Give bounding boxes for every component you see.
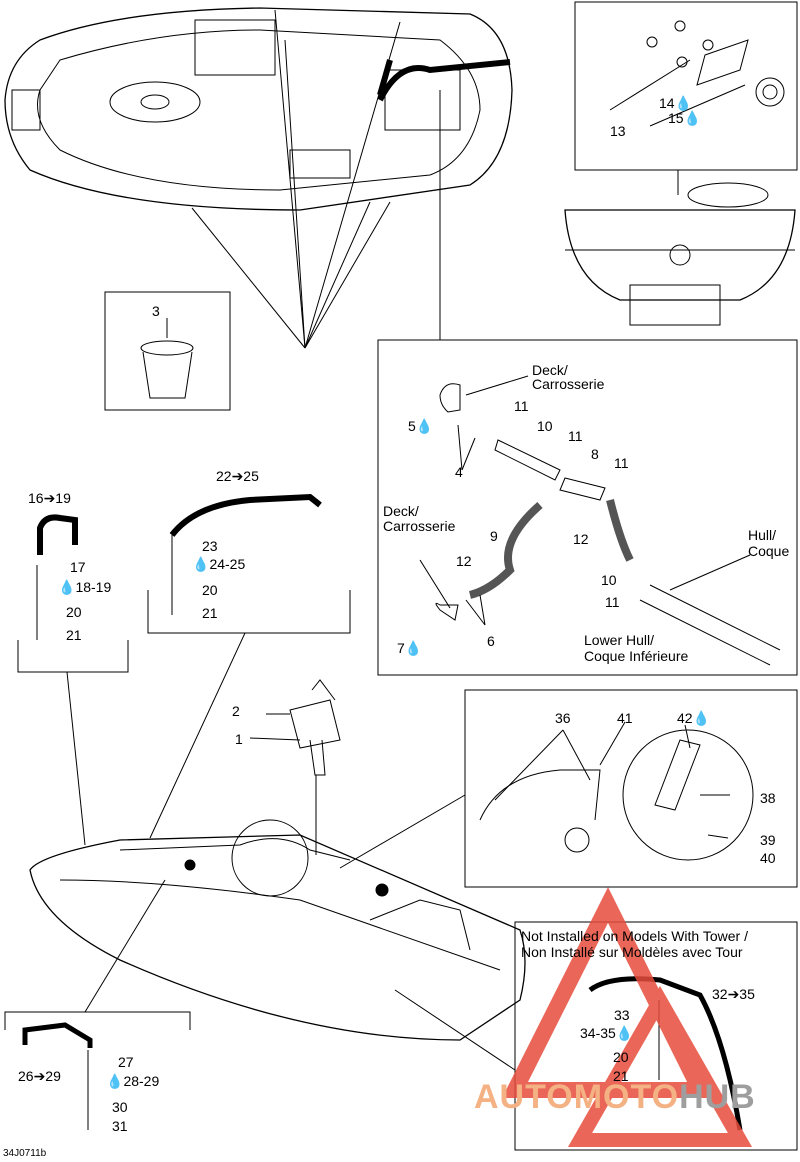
leader-lines [191,9,679,349]
part-label-34-35: 34-35💧 [580,1025,634,1041]
callout-deck-2: Deck/ [383,503,419,519]
callout-carrosserie-1: Carrosserie [532,376,605,392]
grab-rail-26 [22,1022,93,1048]
part-label-28-29: 💧28-29 [106,1073,160,1089]
callout-coque: Coque [748,543,790,559]
part-label-26-29: 26➔29 [18,1068,61,1084]
callout-carrosserie-2: Carrosserie [383,518,456,534]
part-label-24-25: 💧24-25 [192,556,246,572]
steering-detail-box [574,1,798,171]
tower-note-line1: Not Installed on Models With Tower / [521,928,748,944]
part-label-10a: 10 [537,418,553,434]
bracket-16-19 [17,640,129,673]
tower-note-box [514,921,798,1151]
part-label-21c: 21 [613,1068,629,1084]
part-label-10b: 10 [601,572,617,588]
part-label-17: 17 [70,559,86,575]
part-label-21a: 21 [66,627,82,643]
part-label-13: 13 [610,123,626,139]
part-label-23: 23 [202,538,218,554]
part-label-36: 36 [555,710,571,726]
callout-coque-inferieure: Coque Inférieure [584,648,689,664]
part-label-15: 15💧 [668,110,702,126]
cover-parts [479,721,754,861]
bracket-22-25 [147,590,351,634]
cupholder-part [140,318,194,399]
part-label-30: 30 [112,1099,128,1115]
grab-rail-22 [169,493,322,537]
callout-hull: Hull/ [748,527,777,543]
part-label-14: 14💧 [659,95,693,111]
part-label-42: 42💧 [677,710,711,726]
steering-parts [609,20,785,127]
boat-stern-view [564,182,796,326]
part-label-11b: 11 [568,428,583,444]
part-label-2: 2 [232,703,240,719]
part-label-12a: 12 [573,531,589,547]
grab-handle-16 [37,514,78,555]
boat-side-view [29,819,526,1041]
part-label-18-19: 💧18-19 [58,579,112,595]
tower-note-line2: Non Installé sur Moldèles avec Tour [521,944,743,960]
part-label-11c: 11 [614,455,629,471]
part-label-21b: 21 [202,605,218,621]
part-label-20b: 20 [202,582,218,598]
part-label-12b: 12 [456,553,472,569]
watermark-text: AUTOMOTOHUB [474,1078,756,1116]
part-label-9: 9 [490,528,498,544]
boat-top-view [4,7,513,211]
bracket-26-29 [4,1011,191,1030]
part-label-22-25: 22➔25 [216,468,259,484]
part-label-16-19: 16➔19 [28,490,71,506]
part-label-1: 1 [235,731,243,747]
seat-bracket [249,679,341,776]
part-label-11a: 11 [514,398,529,414]
part-label-3: 3 [152,303,160,319]
part-label-38: 38 [760,790,776,806]
part-label-40: 40 [760,850,776,866]
part-label-41: 41 [617,710,633,726]
drawing-id: 34J0711b [3,1148,47,1159]
drain-hose-box [377,339,798,676]
watermark-logo [502,887,753,1147]
part-label-32-35: 32➔35 [712,986,755,1002]
part-label-6: 6 [487,633,495,649]
part-label-7: 7💧 [397,640,423,656]
part-label-5: 5💧 [408,418,434,434]
part-label-11d: 11 [605,594,620,610]
part-label-33: 33 [614,1007,630,1023]
part-label-31: 31 [112,1118,128,1134]
cupholder-box [104,291,231,411]
part-label-8: 8 [591,446,599,462]
callout-deck-1: Deck/ [532,362,568,378]
part-label-20a: 20 [66,604,82,620]
part-label-27: 27 [118,1054,134,1070]
drain-hose-parts [419,375,781,666]
cover-detail-box [464,689,798,888]
callout-lower-hull: Lower Hull/ [584,632,655,648]
part-label-4: 4 [455,464,463,480]
part-label-20c: 20 [613,1049,629,1065]
part-label-39: 39 [760,832,776,848]
